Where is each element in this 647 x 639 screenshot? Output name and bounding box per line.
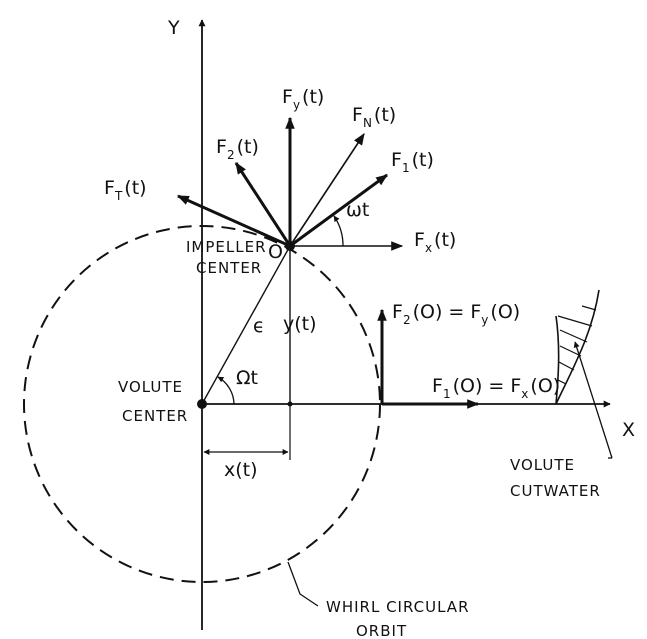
orbit-label-line2: ORBIT — [356, 622, 407, 639]
label-ft: FT(t) — [104, 177, 147, 203]
impeller-center-point — [285, 241, 295, 251]
force-f2-arrow — [234, 161, 292, 247]
label-f1: F1(t) — [391, 149, 434, 175]
x-t-label: x(t) — [224, 459, 258, 481]
Omega-t-arc — [217, 376, 235, 405]
label-fx: Fx(t) — [414, 229, 456, 255]
eccentricity-line — [201, 245, 291, 405]
origin-label: O — [268, 241, 283, 263]
epsilon-label: ϵ — [253, 315, 265, 337]
impeller-label-line2: CENTER — [196, 259, 262, 277]
volute-center-line2: CENTER — [122, 407, 188, 425]
Omega-t-label: Ωt — [236, 367, 258, 389]
volute-center-line1: VOLUTE — [118, 378, 183, 396]
label-f2: F2(t) — [216, 136, 259, 162]
cutwater-hatching — [557, 305, 597, 385]
cutwater-label-line2: CUTWATER — [510, 482, 601, 500]
volute-center-point — [197, 399, 207, 409]
force-fn-arrow — [289, 132, 365, 247]
y-axis-label: Y — [167, 17, 180, 39]
foot-point — [287, 401, 293, 407]
y-t-label: y(t) — [283, 313, 317, 335]
x-axis-label: X — [622, 419, 635, 441]
omega-t-label: ωt — [346, 199, 369, 221]
cutwater-inner-curve — [555, 315, 560, 405]
label-fy: Fy(t) — [282, 86, 324, 112]
orbit-leader — [287, 561, 319, 607]
label-f2-0: F2(O) = Fy(O) — [392, 301, 520, 327]
cutwater-outer-curve — [555, 289, 600, 405]
omega-t-arc — [333, 215, 344, 247]
cutwater-leader — [573, 341, 613, 459]
orbit-label-line1: WHIRL CIRCULAR — [326, 598, 470, 616]
force-ft-arrow — [176, 194, 291, 248]
force-f1-arrow — [289, 173, 388, 248]
label-fn: FN(t) — [352, 104, 396, 130]
cutwater-label-line1: VOLUTE — [510, 456, 575, 474]
label-f1-0: F1(O) = Fx(O) — [432, 375, 560, 401]
impeller-label-line1: IMPELLER — [186, 238, 267, 256]
